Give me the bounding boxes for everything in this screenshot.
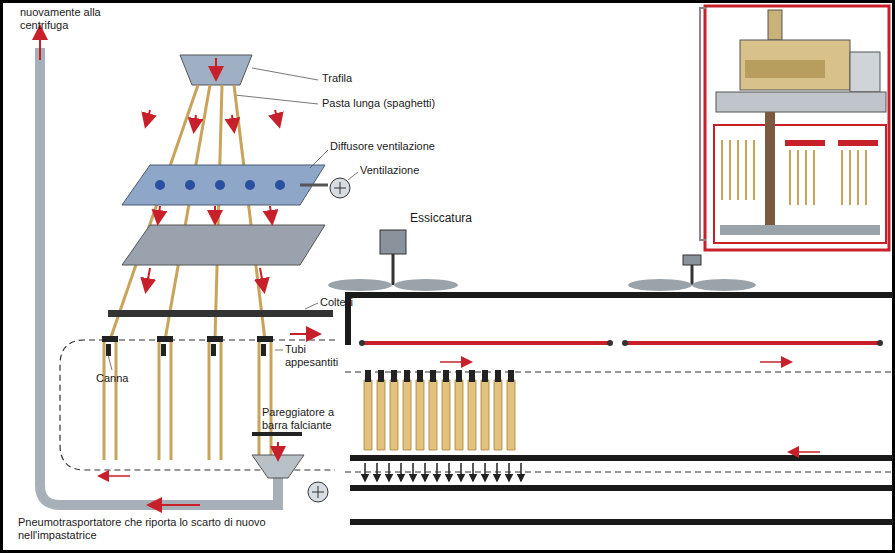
part-label: Tubi appesantiti — [285, 343, 355, 369]
part-label: Trafila — [322, 72, 412, 85]
part-label: Coltelli — [320, 296, 400, 309]
part-label: Diffusore ventilazione — [330, 140, 480, 153]
section-label: Essiccatura — [410, 212, 520, 225]
part-label: Pareggiatore a barra falciante — [262, 406, 342, 432]
part-label: Canna — [96, 372, 156, 385]
part-label: Pneumotrasportatore che riporta lo scart… — [18, 516, 338, 542]
part-label: Pasta lunga (spaghetti) — [322, 97, 482, 110]
return-note: nuovamente alla centrifuga — [20, 6, 120, 32]
part-label: Ventilazione — [360, 164, 460, 177]
